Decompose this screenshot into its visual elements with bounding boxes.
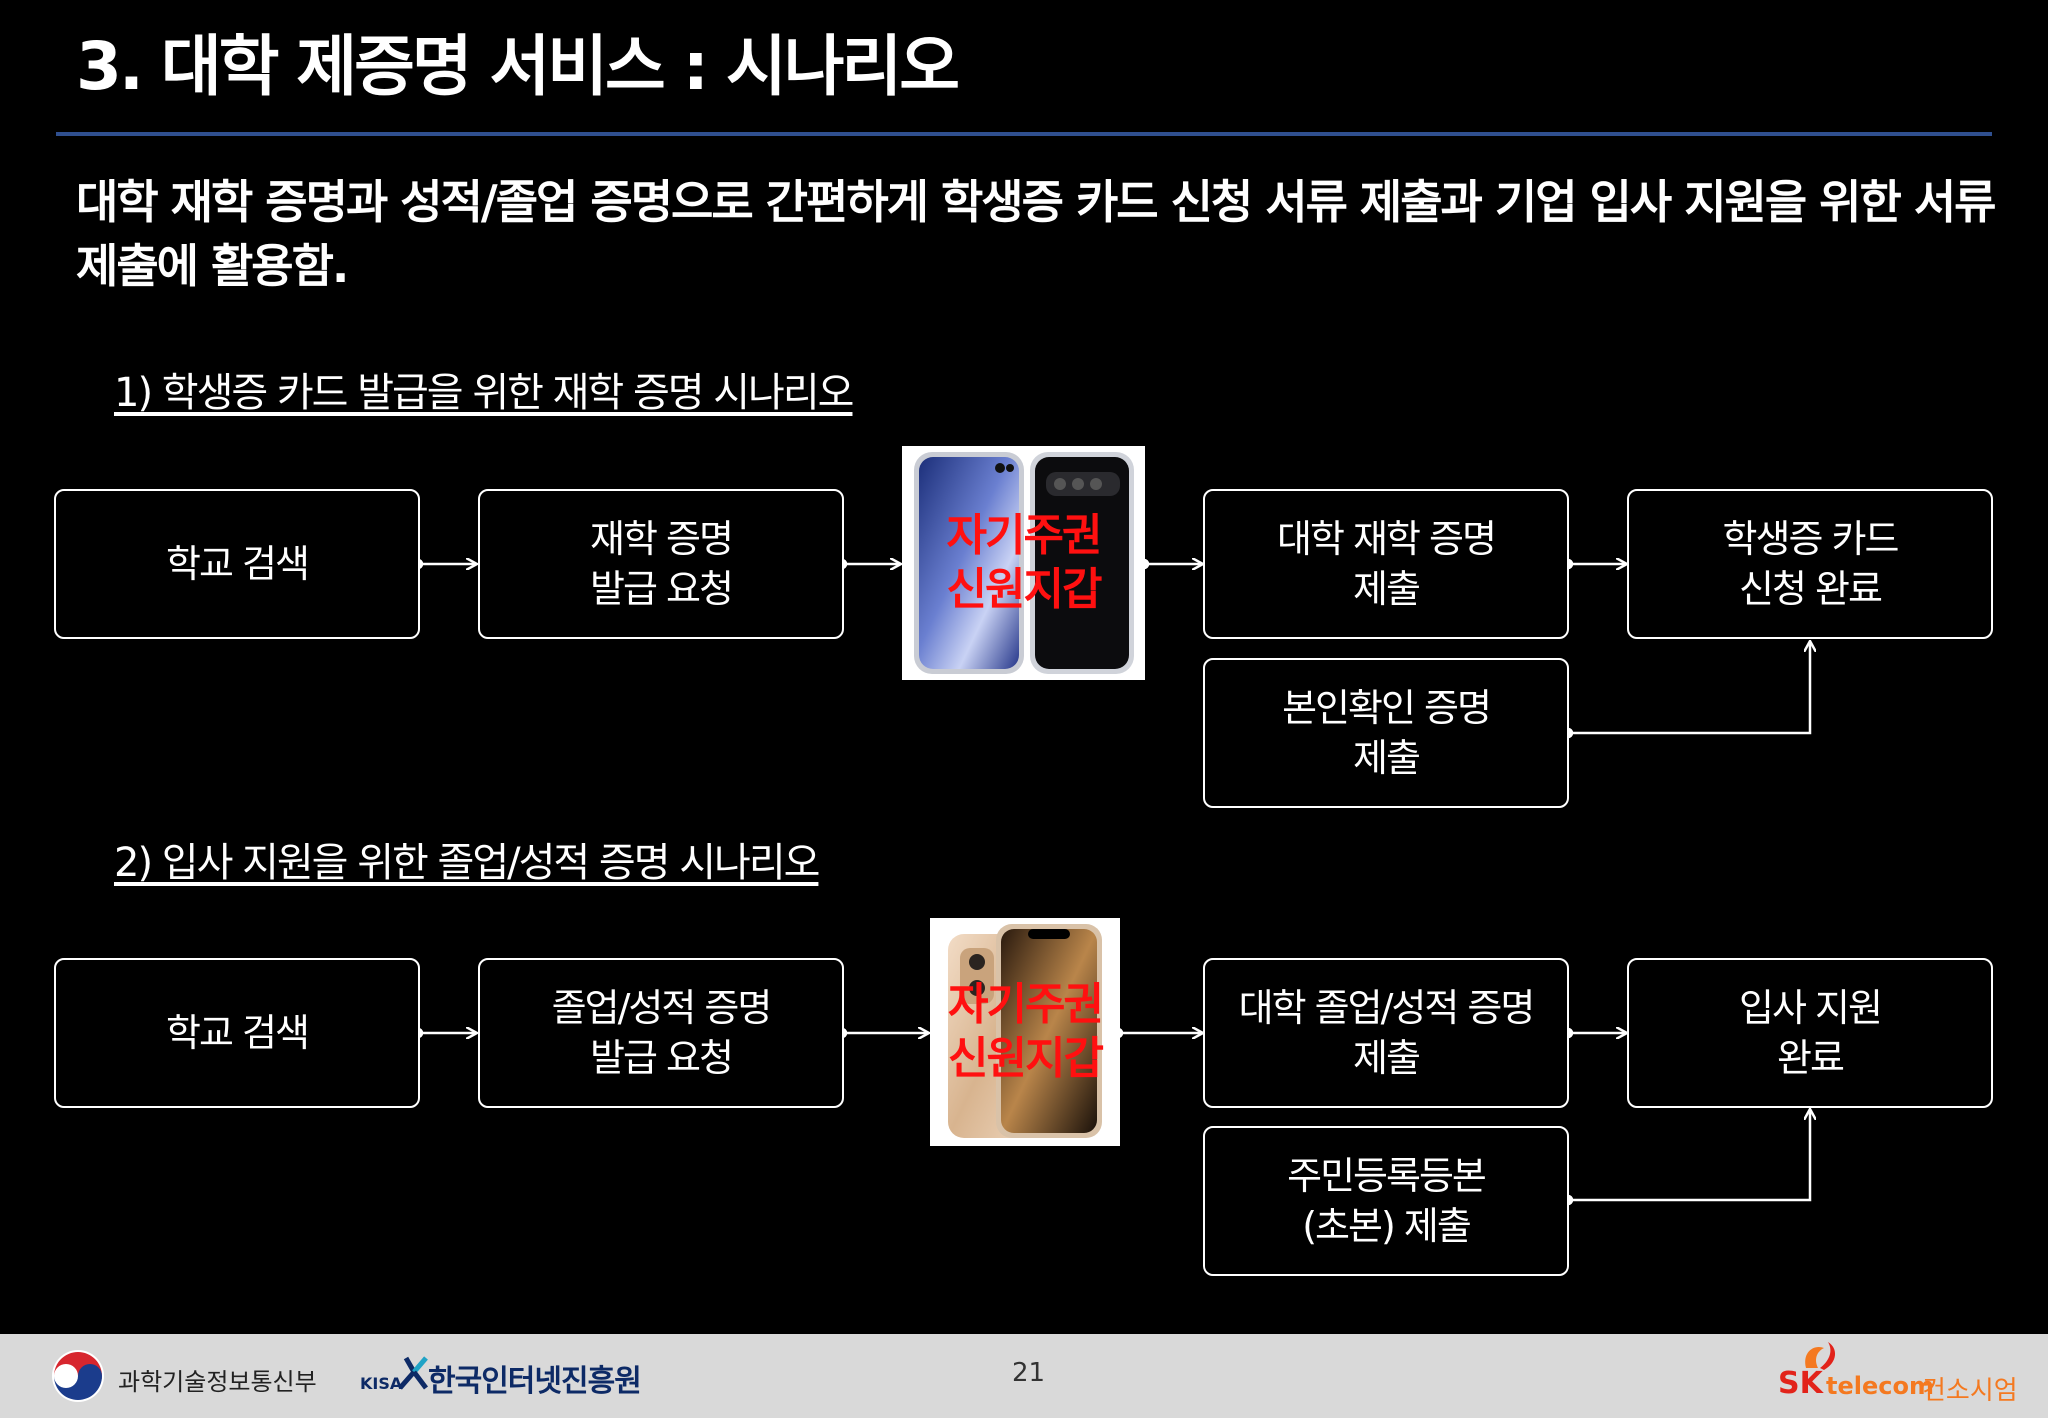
footer-bar: 과학기술정보통신부 KISA 한국인터넷진흥원 21 SK telecom 컨소… — [0, 1334, 2048, 1418]
scenario1-issue-request-box[interactable]: 재학 증명 발급 요청 — [478, 489, 844, 639]
kisa-name: 한국인터넷진흥원 — [428, 1364, 642, 1399]
scenario2-resident-registration-box[interactable]: 주민등록등본 (초본) 제출 — [1203, 1126, 1569, 1276]
scenario2-heading: 2) 입사 지원을 위한 졸업/성적 증명 시나리오 — [114, 840, 820, 886]
kisa-small-logo: KISA — [360, 1374, 403, 1393]
scenario1-step3-label: 대학 재학 증명 제출 — [1277, 517, 1497, 611]
scenario2-step4-label: 입사 지원 완료 — [1739, 986, 1883, 1080]
scenario1-extra-label: 본인확인 증명 제출 — [1282, 686, 1492, 780]
arrow-s2-extra — [1568, 1110, 1810, 1202]
consortium-label: 컨소시엄 — [1922, 1376, 2018, 1406]
scenario2-complete-box[interactable]: 입사 지원 완료 — [1627, 958, 1993, 1108]
scenario2-extra-label: 주민등록등본 (초본) 제출 — [1287, 1154, 1487, 1248]
scenario2-wallet-label: 자기주권 신원지갑 — [948, 979, 1104, 1084]
intro-text: 대학 재학 증명과 성적/졸업 증명으로 간편하게 학생증 카드 신청 서류 제… — [76, 175, 1996, 293]
kisa-logo-icon — [398, 1356, 428, 1390]
scenario1-step4-label: 학생증 카드 신청 완료 — [1722, 517, 1900, 611]
scenario1-wallet-phone[interactable]: 자기주권 신원지갑 — [902, 446, 1145, 680]
page-title: 3. 대학 제증명 서비스 : 시나리오 — [76, 28, 960, 105]
scenario1-step1-label: 학교 검색 — [166, 542, 310, 586]
galaxy-phone-icon — [914, 452, 1134, 674]
ministry-name: 과학기술정보통신부 — [118, 1368, 317, 1396]
scenario1-step2-label: 재학 증명 발급 요청 — [590, 517, 734, 611]
scenario1-identity-proof-box[interactable]: 본인확인 증명 제출 — [1203, 658, 1569, 808]
ministry-emblem-icon — [52, 1350, 104, 1402]
scenario2-issue-request-box[interactable]: 졸업/성적 증명 발급 요청 — [478, 958, 844, 1108]
scenario1-heading: 1) 학생증 카드 발급을 위한 재학 증명 시나리오 — [114, 370, 854, 416]
telecom-logo-text: telecom — [1826, 1372, 1934, 1400]
scenario1-wallet-label: 자기주권 신원지갑 — [946, 510, 1103, 615]
scenario2-step3-label: 대학 졸업/성적 증명 제출 — [1238, 986, 1536, 1080]
iphone-icon — [948, 924, 1102, 1138]
title-divider — [56, 132, 1992, 136]
scenario2-step2-label: 졸업/성적 증명 발급 요청 — [551, 986, 773, 1080]
scenario2-school-search-box[interactable]: 학교 검색 — [54, 958, 420, 1108]
scenario2-submit-graduation-box[interactable]: 대학 졸업/성적 증명 제출 — [1203, 958, 1569, 1108]
page-number: 21 — [1012, 1358, 1046, 1388]
scenario2-wallet-phone[interactable]: 자기주권 신원지갑 — [930, 918, 1120, 1146]
sk-butterfly-icon — [1805, 1342, 1836, 1370]
sk-logo-text: SK — [1778, 1366, 1823, 1401]
arrow-s1-extra — [1568, 642, 1810, 735]
scenario1-school-search-box[interactable]: 학교 검색 — [54, 489, 420, 639]
scenario1-submit-enrollment-box[interactable]: 대학 재학 증명 제출 — [1203, 489, 1569, 639]
scenario2-step1-label: 학교 검색 — [166, 1011, 310, 1055]
scenario1-complete-box[interactable]: 학생증 카드 신청 완료 — [1627, 489, 1993, 639]
